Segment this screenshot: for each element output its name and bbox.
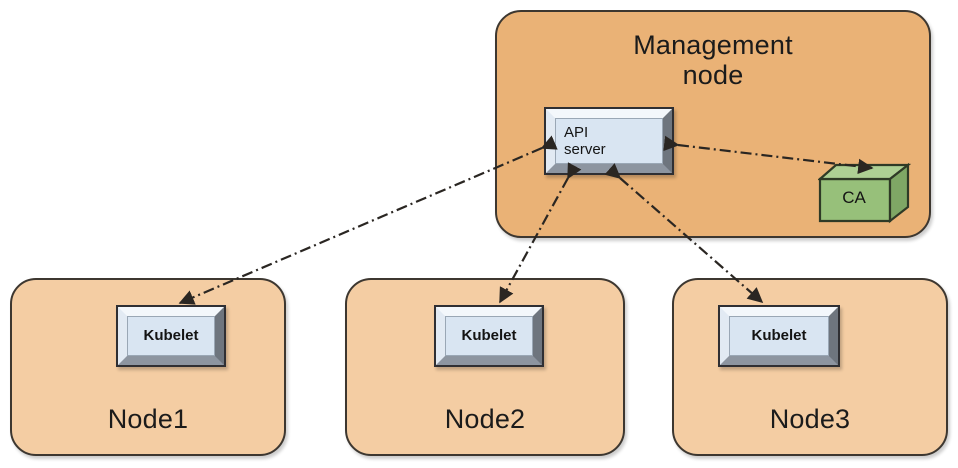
kubelet-1-bevel-frame [118,307,224,365]
kubelet-2-label: Kubelet [461,327,517,345]
worker-node-1-label: Node1 [107,403,189,434]
worker-node-2-label: Node2 [444,403,526,434]
kubelet-box-node-3[interactable]: Kubelet [718,305,840,367]
worker-node-1-container[interactable]: Node1 [10,278,286,456]
kubelet-3-label: Kubelet [751,327,807,345]
kubelet-3-bevel-frame [720,307,838,365]
api-server-label: API server [564,123,606,158]
kubelet-1-inner-face: Kubelet [127,316,215,356]
api-server-inner-face: API server [555,118,663,164]
kubelet-box-node-2[interactable]: Kubelet [434,305,544,367]
worker-node-3-label: Node3 [769,403,851,434]
kubelet-2-inner-face: Kubelet [445,316,533,356]
management-node-label: Management node [633,30,793,91]
ca-box[interactable]: CA [818,162,914,224]
api-server-box[interactable]: API server [544,107,674,175]
kubelet-1-label: Kubelet [143,327,199,345]
kubelet-box-node-1[interactable]: Kubelet [116,305,226,367]
ca-cuboid-shape [818,162,912,224]
kubelet-2-bevel-frame [436,307,542,365]
kubelet-3-inner-face: Kubelet [729,316,829,356]
